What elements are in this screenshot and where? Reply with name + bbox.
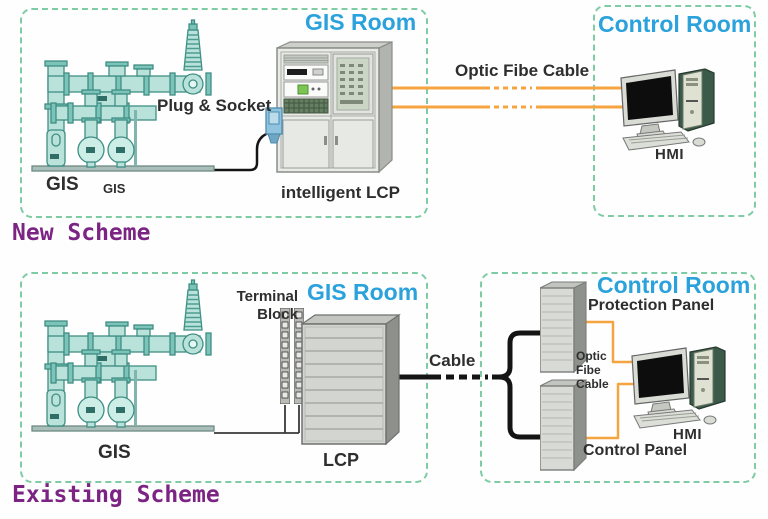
plug-socket-label: Plug & Socket (157, 96, 272, 115)
hmi-label-existing: HMI (673, 426, 702, 443)
gis-equipment-illustration-existing (30, 278, 220, 436)
terminal-block-label-line2: Block (257, 306, 298, 323)
gis-label-large: GIS (46, 174, 79, 195)
optic-fibe-cable-label: Optic Fibe Cable (455, 61, 590, 80)
terminal-block-label-line1: Terminal (236, 288, 298, 305)
new-control-room-title: Control Room (598, 11, 752, 37)
gis-label-existing: GIS (98, 442, 131, 463)
cable-label: Cable (429, 351, 476, 370)
control-panel-label: Control Panel (583, 442, 688, 459)
optic-fibre-cable-dashed-segment (494, 86, 532, 109)
lcp-label: LCP (323, 450, 359, 470)
optic-fibe-line3: Cable (576, 377, 609, 391)
optic-fibe-line2: Fibe (576, 363, 601, 377)
intelligent-lcp-label: intelligent LCP (281, 183, 400, 202)
new-gis-room-title: GIS Room (305, 9, 417, 35)
protection-panel-label: Protection Panel (588, 297, 715, 314)
new-scheme-label: New Scheme (12, 220, 151, 246)
hmi-computer-icon-existing (626, 340, 741, 432)
lcp-cabinet-icon (300, 308, 402, 448)
optic-fibe-cable-label-existing: Optic Fibe Cable (576, 349, 609, 391)
existing-scheme-label: Existing Scheme (12, 482, 220, 508)
hmi-label-new: HMI (655, 146, 684, 163)
gis-label-small: GIS (103, 181, 126, 196)
existing-gis-room-title: GIS Room (307, 279, 419, 305)
terminal-block-label: Terminal Block (225, 288, 298, 324)
new-scheme-gis-room-box (20, 8, 428, 218)
hmi-computer-icon-new (615, 62, 730, 154)
intelligent-lcp-cabinet-icon (265, 38, 395, 183)
existing-control-room-title: Control Room (597, 272, 751, 298)
control-panel-icon (540, 378, 588, 472)
new-scheme-control-room-box (593, 5, 756, 217)
optic-fibe-line1: Optic (576, 349, 607, 363)
